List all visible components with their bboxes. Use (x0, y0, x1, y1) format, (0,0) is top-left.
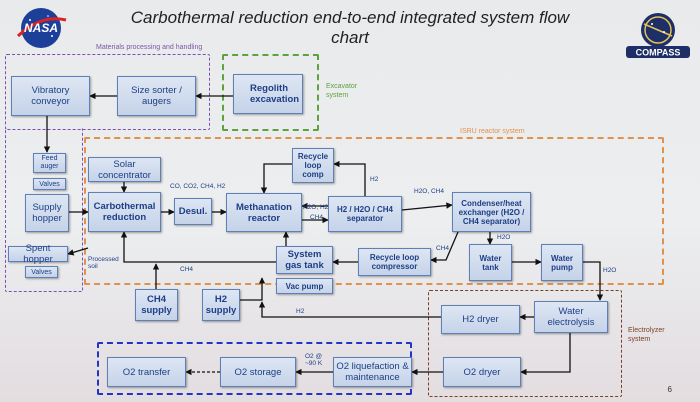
page-number: 6 (667, 385, 672, 394)
regolith-excavation-box: Regolith excavation (233, 74, 303, 114)
excavator-region-label: Excavator system (326, 83, 358, 99)
water-tank-box: Water tank (469, 244, 512, 281)
label-h2o-a: H2O (497, 234, 511, 241)
o2-transfer-box: O2 transfer (107, 357, 186, 387)
label-h2o-b: H2O (603, 267, 617, 274)
nasa-logo: NASA (16, 8, 67, 48)
valves-top-box: Valves (33, 178, 66, 190)
system-gas-tank-box: System gas tank (276, 246, 333, 274)
water-electrolysis-box: Water electrolysis (534, 301, 608, 333)
o2-dryer-box: O2 dryer (443, 357, 521, 387)
nasa-logo-text: NASA (24, 21, 58, 35)
valves-bottom-box: Valves (25, 266, 58, 278)
feed-auger-box: Feed auger (33, 153, 66, 173)
h2-dryer-box: H2 dryer (441, 305, 520, 334)
water-pump-box: Water pump (541, 244, 583, 281)
label-h2-a: H2 (370, 176, 379, 183)
excavator-region (222, 54, 319, 131)
label-ch4-c: CH4 (180, 266, 194, 273)
separator-box: H2 / H2O / CH4 separator (328, 196, 402, 232)
electrolyzer-region (428, 290, 622, 397)
electrolyzer-region-label: Electrolyzer system (628, 327, 665, 343)
condenser-box: Condenser/heat exchanger (H2O / CH4 sepa… (452, 192, 531, 232)
page-title: Carbothermal reduction end-to-end integr… (100, 8, 600, 48)
recycle-loop-comp-box: Recycle loop comp (292, 148, 334, 183)
desul-box: Desul. (174, 198, 212, 225)
supply-hopper-box: Supply hopper (25, 194, 69, 232)
label-processed-soil: Processed soil (88, 256, 119, 270)
size-sorter-box: Size sorter / augers (117, 76, 196, 116)
materials-region-label: Materials processing and handling (96, 44, 203, 51)
vibratory-conveyor-box: Vibratory conveyor (11, 76, 90, 116)
recycle-loop-compressor-box: Recycle loop compressor (358, 248, 431, 276)
compass-logo: COMPASS (626, 13, 690, 58)
ch4-supply-box: CH4 supply (135, 289, 178, 321)
spent-hopper-box: Spent hopper (8, 243, 68, 265)
label-h2o-ch4: H2O, CH4 (414, 188, 444, 195)
label-gases: CO, CO2, CH4, H2 (170, 183, 226, 190)
label-h2o-h2: H2O, H2 (303, 204, 329, 211)
o2-storage-box: O2 storage (220, 357, 296, 387)
label-o2-90k: O2 @ ~90 K (305, 353, 323, 367)
h2-supply-box: H2 supply (202, 289, 240, 321)
label-ch4-a: CH4 (310, 214, 324, 221)
title-line-2: chart (331, 28, 369, 47)
solar-concentrator-box: Solar concentrator (88, 157, 161, 182)
materials-region (5, 54, 210, 130)
vac-pump-box: Vac pump (276, 278, 333, 294)
carbothermal-reduction-box: Carbothermal reduction (88, 192, 161, 232)
compass-logo-text: COMPASS (636, 48, 681, 58)
title-line-1: Carbothermal reduction end-to-end integr… (130, 8, 570, 27)
isru-region-label: ISRU reactor system (460, 128, 525, 135)
methanation-reactor-box: Methanation reactor (226, 193, 302, 232)
label-h2-b: H2 (296, 308, 305, 315)
label-ch4-b: CH4 (436, 245, 450, 252)
o2-liquefaction-box: O2 liquefaction & maintenance (333, 357, 412, 387)
